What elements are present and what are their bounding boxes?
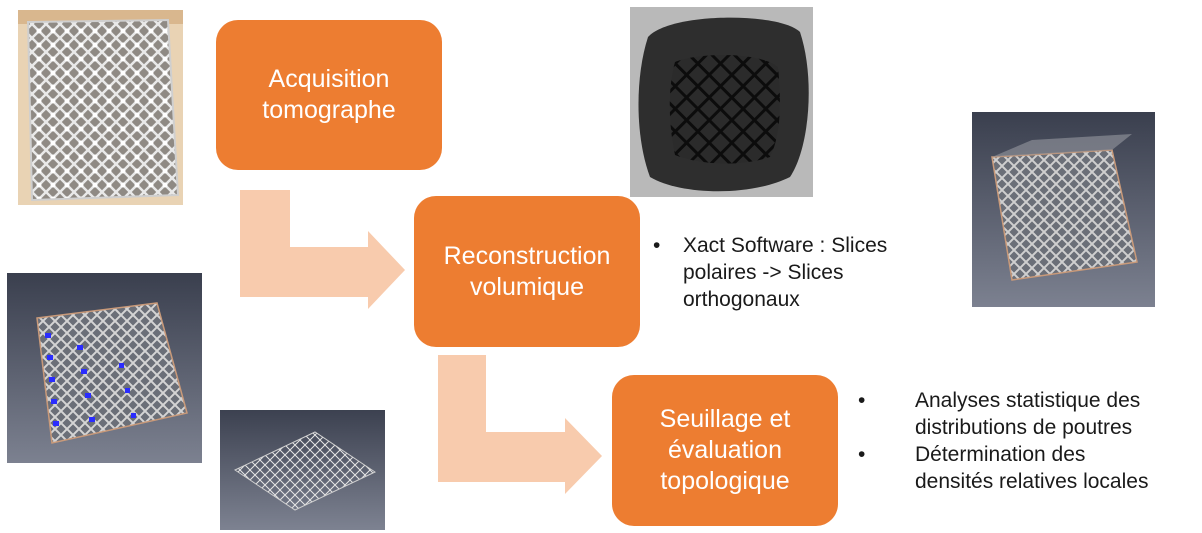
arrow-reconstruction-to-seuillage [438, 355, 602, 494]
step-reconstruction: Reconstruction volumique [414, 196, 640, 347]
step-reconstruction-line-1: Reconstruction [443, 241, 611, 270]
arrow-acquisition-to-reconstruction [240, 190, 405, 309]
bullet-item: • Analyses statistique des distributions… [858, 387, 1148, 441]
render-3d-cube-gray [972, 112, 1155, 307]
note-reconstruction: • Xact Software : Slices polaires -> Sli… [653, 232, 888, 313]
note-line: orthogonaux [683, 288, 800, 311]
note-line: densités relatives locales [915, 470, 1149, 493]
bullet-item: • Détermination des densités relatives l… [858, 441, 1149, 495]
render-3d-cube-blue-defects [7, 273, 202, 463]
bullet-dot: • [858, 443, 866, 466]
step-acquisition-line-2: tomographe [262, 96, 396, 124]
step-seuillage-line-3: topologique [660, 467, 790, 495]
note-line: Détermination des [915, 443, 1086, 466]
note-line: Analyses statistique des [915, 389, 1141, 412]
note-line: polaires -> Slices [683, 261, 844, 284]
render-wireframe-slab [220, 410, 385, 530]
note-line: Xact Software : Slices [683, 234, 888, 257]
step-seuillage-line-1: Seuillage et [659, 405, 791, 433]
xray-projection-image [630, 7, 813, 197]
step-seuillage: Seuillage et évaluation topologique [612, 375, 838, 526]
bullet-item: • Xact Software : Slices polaires -> Sli… [653, 232, 888, 313]
step-reconstruction-line-2: volumique [470, 272, 584, 301]
bullet-dot: • [858, 389, 866, 412]
step-seuillage-line-2: évaluation [668, 436, 782, 464]
step-acquisition: Acquisition tomographe [216, 20, 442, 170]
step-acquisition-line-1: Acquisition [268, 65, 390, 93]
note-seuillage: • Analyses statistique des distributions… [858, 387, 1149, 495]
lattice-sample-photo [18, 10, 183, 205]
bullet-dot: • [653, 234, 661, 257]
note-line: distributions de poutres [915, 416, 1133, 439]
